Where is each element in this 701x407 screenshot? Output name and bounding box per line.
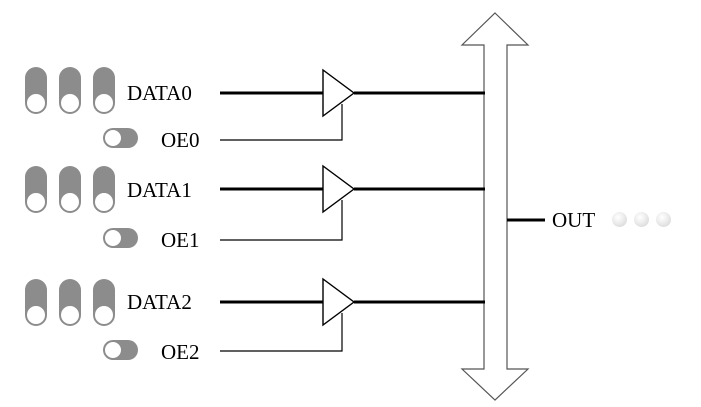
data2-bit0-switch[interactable]: [93, 279, 115, 326]
oe1-switch[interactable]: [103, 228, 138, 248]
switch-knob: [60, 93, 80, 113]
oe0-switch[interactable]: [103, 128, 138, 148]
oe-wire-1: [220, 200, 343, 241]
buffer-1: [322, 164, 356, 214]
oe-wire-0: [220, 104, 343, 141]
data2-label: DATA2: [127, 290, 192, 314]
data0-bit0-switch[interactable]: [93, 67, 115, 114]
out-led-0: [656, 212, 671, 227]
data1-label: DATA1: [127, 178, 192, 202]
buffer-2: [322, 277, 356, 327]
data0-label: DATA0: [127, 81, 192, 105]
switch-knob: [94, 305, 114, 325]
data0-bit1-switch[interactable]: [59, 67, 81, 114]
switch-knob: [104, 129, 122, 147]
switch-knob: [104, 341, 122, 359]
switch-knob: [94, 93, 114, 113]
data2-bit2-switch[interactable]: [25, 279, 47, 326]
switch-knob: [60, 192, 80, 212]
data2-bit1-switch[interactable]: [59, 279, 81, 326]
switch-knob: [60, 305, 80, 325]
oe2-label: OE2: [161, 340, 200, 364]
data1-bit2-switch[interactable]: [25, 166, 47, 213]
out-led-1: [634, 212, 649, 227]
switch-knob: [104, 229, 122, 247]
switch-knob: [94, 192, 114, 212]
oe1-label: OE1: [161, 228, 200, 252]
oe2-switch[interactable]: [103, 340, 138, 360]
oe0-label: OE0: [161, 128, 200, 152]
switch-knob: [26, 192, 46, 212]
switch-knob: [26, 93, 46, 113]
oe-wire-2: [220, 313, 343, 352]
out-led-2: [612, 212, 627, 227]
switch-knob: [26, 305, 46, 325]
data0-bit2-switch[interactable]: [25, 67, 47, 114]
bus-arrow: [460, 12, 530, 401]
out-label: OUT: [552, 208, 596, 232]
buffer-0: [322, 68, 356, 118]
data1-bit1-switch[interactable]: [59, 166, 81, 213]
data1-bit0-switch[interactable]: [93, 166, 115, 213]
